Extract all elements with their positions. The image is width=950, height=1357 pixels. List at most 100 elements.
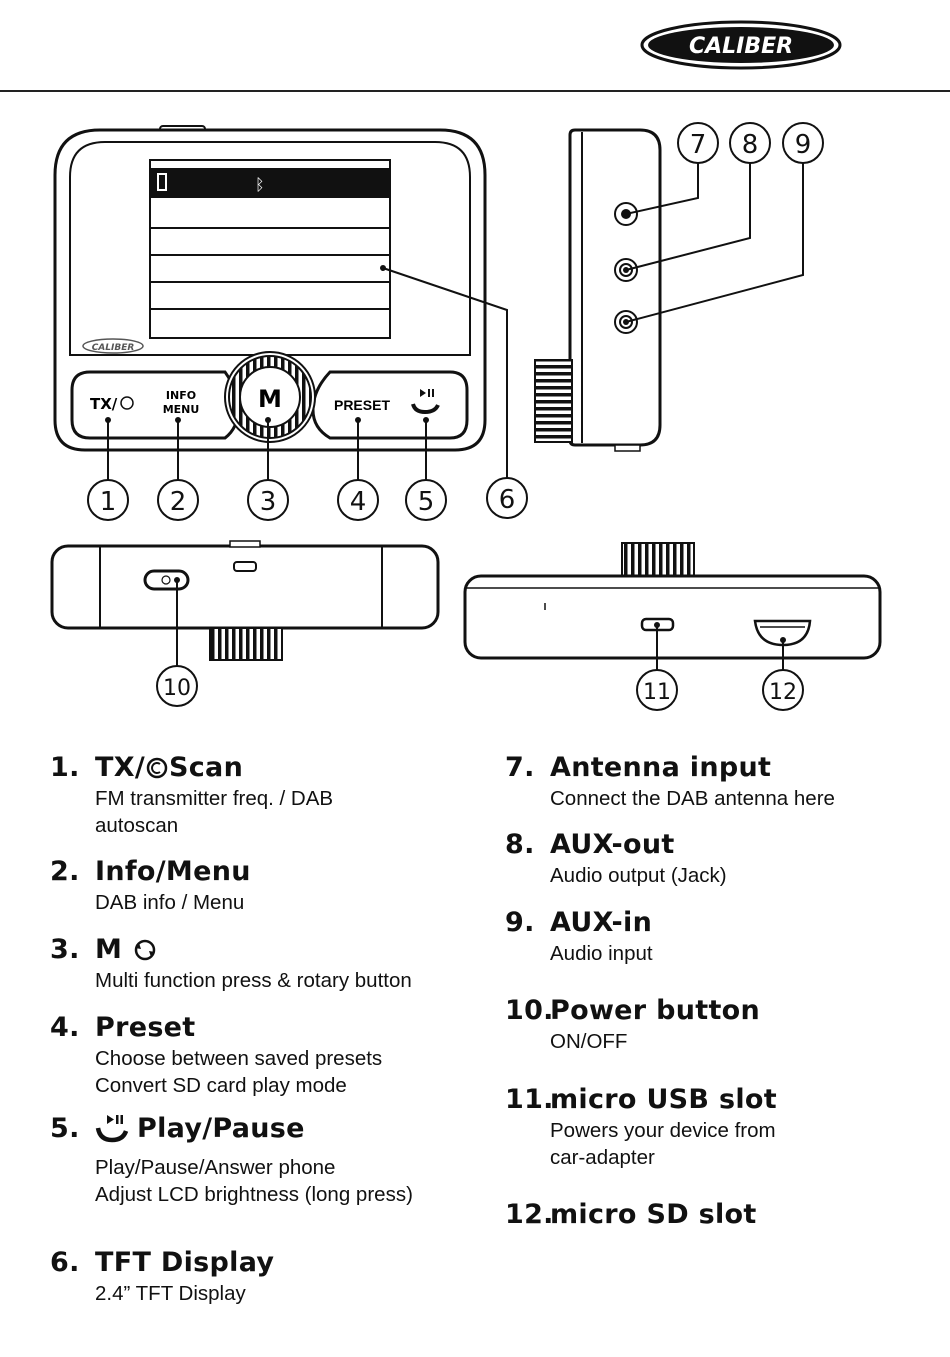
item-desc-line: Convert SD card play mode	[95, 1074, 347, 1097]
bluetooth-icon: ᛒ	[255, 175, 265, 194]
callout-7-label: 7	[690, 130, 707, 160]
item-title: TX/	[95, 752, 145, 783]
item-desc-line: Connect the DAB antenna here	[550, 787, 835, 810]
callout-4-label: 4	[350, 487, 367, 517]
legend-item-7: 7. Antenna input Connect the DAB antenna…	[505, 752, 925, 812]
item-desc-line: DAB info / Menu	[95, 891, 245, 914]
item-number: 11.	[505, 1084, 554, 1115]
callout-8-label: 8	[742, 130, 759, 160]
item-desc-line: ON/OFF	[550, 1030, 628, 1053]
play-pause-phone-icon	[411, 389, 440, 415]
item-number: 4.	[50, 1012, 80, 1043]
callout-2-label: 2	[170, 487, 187, 517]
header-rule	[0, 90, 950, 92]
rotate-icon	[134, 939, 156, 961]
legend-item-3: 3. M Multi function press & rotary butto…	[50, 934, 470, 994]
item-title: AUX-out	[550, 829, 675, 860]
item-number: 8.	[505, 829, 535, 860]
callout-1-label: 1	[100, 487, 117, 517]
callout-4	[337, 479, 379, 521]
tft-screen: ᛒ	[149, 159, 391, 339]
item-desc-line: car-adapter	[550, 1146, 655, 1169]
item-desc-line: FM transmitter freq. / DAB	[95, 787, 334, 810]
callout-5-label: 5	[418, 487, 435, 517]
legend-item-12: 12. micro SD slot	[505, 1199, 925, 1231]
logo-text: CALIBER	[689, 34, 793, 59]
callout-9-label: 9	[795, 130, 812, 160]
preset-label: PRESET	[334, 397, 390, 413]
legend-item-8: 8. AUX-out Audio output (Jack)	[505, 829, 925, 889]
item-number: 1.	[50, 752, 80, 783]
legend-item-2: 2. Info/Menu DAB info / Menu	[50, 856, 470, 916]
item-desc-line: Powers your device from	[550, 1119, 776, 1142]
callout-12	[762, 669, 804, 711]
item-title: Antenna input	[550, 752, 772, 783]
legend-item-11: 11. micro USB slot Powers your device fr…	[505, 1084, 925, 1171]
bottom-right-view	[463, 542, 882, 660]
m-dial-label: M	[258, 385, 282, 413]
power-button[interactable]	[143, 569, 190, 591]
callout-6	[486, 477, 528, 519]
bottom-dial[interactable]	[209, 627, 283, 661]
item-number: 3.	[50, 934, 80, 965]
item-desc-line: Play/Pause/Answer phone	[95, 1156, 336, 1179]
item-number: 9.	[505, 907, 535, 938]
item-desc-line: Choose between saved presets	[95, 1047, 383, 1070]
item-title: Info/Menu	[95, 856, 251, 887]
small-logo-text: CALIBER	[92, 343, 135, 353]
item-title: micro SD slot	[550, 1199, 757, 1230]
antenna-signal-icon	[157, 173, 167, 191]
item-desc-line: Multi function press & rotary button	[95, 969, 412, 992]
item-number: 2.	[50, 856, 80, 887]
item-desc-line: Adjust LCD brightness (long press)	[95, 1183, 413, 1206]
callout-9	[782, 122, 824, 164]
callout-11-label: 11	[643, 680, 671, 705]
item-desc-line: Audio input	[550, 942, 653, 965]
item-number: 12.	[505, 1199, 554, 1230]
power-icon	[161, 575, 171, 585]
callout-3	[247, 479, 289, 521]
item-title: TFT Display	[95, 1247, 275, 1278]
play-pause-phone-icon	[95, 1115, 129, 1143]
callout-11	[636, 669, 678, 711]
item-desc-line: Audio output (Jack)	[550, 864, 727, 887]
leader-lines	[107, 163, 804, 670]
tx-button-label: TX/	[90, 395, 118, 413]
callout-10	[156, 665, 198, 707]
item-number: 6.	[50, 1247, 80, 1278]
item-number: 10.	[505, 995, 554, 1026]
item-title: Power button	[550, 995, 761, 1026]
legend-item-6: 6. TFT Display 2.4” TFT Display	[50, 1247, 470, 1307]
legend-item-5: 5. Play/Pause Play/Pause/Answer phone Ad…	[50, 1113, 470, 1208]
caliber-logo: CALIBER	[640, 20, 842, 70]
item-title: Play/Pause	[137, 1113, 305, 1144]
legend-item-1: 1. TX/ Scan FM transmitter freq. / DAB a…	[50, 752, 470, 839]
callout-6-label: 6	[499, 485, 516, 515]
legend-item-10: 10. Power button ON/OFF	[505, 995, 925, 1055]
callout-3-label: 3	[260, 487, 277, 517]
callout-2	[157, 479, 199, 521]
item-number: 5.	[50, 1113, 80, 1144]
scan-icon	[120, 396, 134, 410]
item-title: M	[95, 934, 123, 965]
callout-7	[677, 122, 719, 164]
info-label: INFO	[166, 389, 196, 402]
top-dial[interactable]	[621, 542, 695, 579]
legend-item-4: 4. Preset Choose between saved presets C…	[50, 1012, 470, 1099]
scan-icon	[146, 757, 168, 779]
item-title-suffix: Scan	[169, 752, 244, 783]
item-title: Preset	[95, 1012, 196, 1043]
menu-label: MENU	[163, 403, 200, 416]
callout-10-label: 10	[163, 676, 191, 701]
item-title: micro USB slot	[550, 1084, 777, 1115]
legend-item-9: 9. AUX-in Audio input	[505, 907, 925, 967]
callout-8	[729, 122, 771, 164]
item-desc-line: autoscan	[95, 814, 179, 837]
device-diagram: ᛒ CALIBER TX/ INFO MENU PRESET M	[50, 122, 882, 711]
item-desc-line: 2.4” TFT Display	[95, 1282, 246, 1305]
item-title: AUX-in	[550, 907, 653, 938]
side-dial[interactable]	[534, 359, 573, 443]
front-view: ᛒ CALIBER TX/ INFO MENU PRESET M	[53, 125, 487, 452]
callout-1	[87, 479, 129, 521]
page-header: CALIBER	[0, 0, 950, 92]
